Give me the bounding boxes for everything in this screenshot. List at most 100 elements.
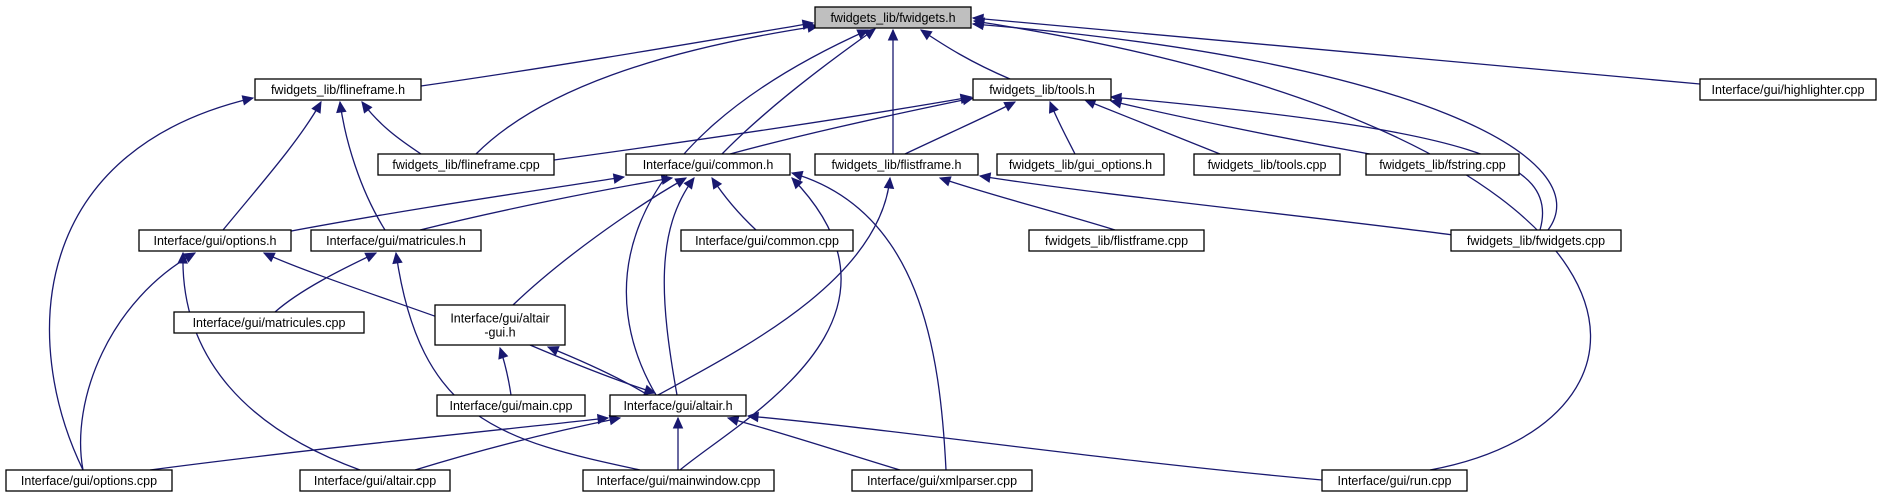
node-xmlparser-cpp[interactable]: Interface/gui/xmlparser.cpp bbox=[851, 469, 1033, 492]
node-label: Interface/gui/common.cpp bbox=[695, 234, 839, 248]
node-label: fwidgets_lib/fwidgets.cpp bbox=[1467, 234, 1605, 248]
arrowhead bbox=[711, 176, 723, 190]
node-label: Interface/gui/mainwindow.cpp bbox=[597, 474, 761, 488]
arrowhead bbox=[726, 415, 740, 426]
node-fstring-cpp[interactable]: fwidgets_lib/fstring.cpp bbox=[1365, 153, 1520, 176]
edge-mainwindow-cpp-to-altair-h bbox=[672, 416, 684, 470]
edge-line bbox=[414, 417, 621, 471]
node-flineframe-h[interactable]: fwidgets_lib/flineframe.h bbox=[254, 78, 422, 101]
edge-xmlparser-cpp-to-altair-h bbox=[726, 415, 901, 471]
node-box bbox=[996, 153, 1165, 176]
edge-common-h-to-tools-h bbox=[729, 94, 975, 155]
arrowhead bbox=[498, 346, 509, 360]
node-box bbox=[138, 229, 292, 252]
edge-tools-h-to-fwidgets-h bbox=[919, 29, 1011, 80]
node-label: fwidgets_lib/flineframe.h bbox=[271, 83, 405, 97]
node-tools-h[interactable]: fwidgets_lib/tools.h bbox=[972, 78, 1112, 101]
edge-line bbox=[529, 344, 656, 394]
arrowhead bbox=[183, 252, 197, 263]
node-common-h[interactable]: Interface/gui/common.h bbox=[625, 153, 791, 176]
edge-mainwindow-cpp-to-common-h bbox=[679, 177, 842, 471]
node-matricules-h[interactable]: Interface/gui/matricules.h bbox=[310, 229, 482, 252]
node-matricules-cpp[interactable]: Interface/gui/matricules.cpp bbox=[173, 311, 365, 334]
edge-line bbox=[547, 346, 649, 396]
edge-line bbox=[973, 20, 1592, 471]
arrowhead bbox=[361, 101, 373, 114]
edge-line bbox=[1110, 96, 1544, 231]
edge-altair-gui-h-to-altair-h bbox=[529, 344, 657, 395]
node-altair-cpp[interactable]: Interface/gui/altair.cpp bbox=[299, 469, 451, 492]
edge-fwidgets-cpp-to-flistframe-h bbox=[978, 172, 1454, 236]
arrowhead bbox=[674, 177, 688, 188]
edge-line bbox=[679, 177, 842, 471]
edge-tools-cpp-to-tools-h bbox=[1083, 99, 1221, 155]
node-label: fwidgets_lib/fstring.cpp bbox=[1379, 158, 1506, 172]
arrowhead bbox=[746, 411, 759, 423]
edge-altair-gui-h-to-common-h bbox=[512, 177, 688, 306]
node-altair-gui-h[interactable]: Interface/gui/altair-gui.h bbox=[434, 304, 566, 346]
node-tools-cpp[interactable]: fwidgets_lib/tools.cpp bbox=[1193, 153, 1341, 176]
node-run-cpp[interactable]: Interface/gui/run.cpp bbox=[1321, 469, 1468, 492]
edge-altair-cpp-to-options-h bbox=[177, 251, 361, 471]
node-mainwindow-cpp[interactable]: Interface/gui/mainwindow.cpp bbox=[582, 469, 775, 492]
edge-line bbox=[979, 175, 1454, 236]
node-label: fwidgets_lib/tools.h bbox=[989, 83, 1095, 97]
node-fwidgets-cpp[interactable]: fwidgets_lib/fwidgets.cpp bbox=[1450, 229, 1622, 252]
arrowhead bbox=[177, 251, 188, 264]
node-main-cpp[interactable]: Interface/gui/main.cpp bbox=[436, 394, 586, 417]
node-box bbox=[436, 394, 586, 417]
arrowhead bbox=[978, 172, 992, 183]
node-highlighter-cpp[interactable]: Interface/gui/highlighter.cpp bbox=[1699, 78, 1877, 101]
edge-altair-cpp-to-altair-h bbox=[414, 414, 622, 471]
node-label: Interface/gui/common.h bbox=[643, 158, 774, 172]
node-box bbox=[625, 153, 791, 176]
node-options-h[interactable]: Interface/gui/options.h bbox=[138, 229, 292, 252]
node-label: Interface/gui/altair bbox=[450, 312, 549, 326]
edge-options-cpp-to-altair-h bbox=[149, 413, 610, 471]
edge-line bbox=[972, 17, 1701, 85]
arrowhead bbox=[241, 95, 255, 106]
arrowhead bbox=[336, 100, 347, 114]
edge-flineframe-h-to-fwidgets-h bbox=[420, 19, 815, 87]
edge-line bbox=[48, 97, 254, 471]
arrowhead bbox=[887, 28, 899, 41]
edge-line bbox=[791, 172, 947, 471]
node-box bbox=[1028, 229, 1205, 252]
node-box bbox=[1193, 153, 1341, 176]
node-box bbox=[814, 153, 979, 176]
arrowhead bbox=[311, 100, 322, 114]
edge-line bbox=[729, 97, 974, 155]
edge-altair-h-to-altair-gui-h bbox=[546, 346, 649, 396]
node-flistframe-h[interactable]: fwidgets_lib/flistframe.h bbox=[814, 153, 979, 176]
node-label: Interface/gui/run.cpp bbox=[1338, 474, 1452, 488]
edge-line bbox=[625, 29, 869, 396]
node-box bbox=[582, 469, 775, 492]
node-label: -gui.h bbox=[484, 326, 515, 340]
arrowhead bbox=[1003, 101, 1017, 112]
edge-main-cpp-to-altair-gui-h bbox=[498, 346, 512, 396]
node-altair-h[interactable]: Interface/gui/altair.h bbox=[609, 394, 747, 417]
node-label: fwidgets_lib/flineframe.cpp bbox=[392, 158, 539, 172]
node-gui-options-h[interactable]: fwidgets_lib/gui_options.h bbox=[996, 153, 1165, 176]
node-options-cpp[interactable]: Interface/gui/options.cpp bbox=[5, 469, 173, 492]
edge-line bbox=[222, 101, 322, 231]
edge-line bbox=[972, 23, 1558, 231]
edge-line bbox=[419, 177, 673, 231]
edge-line bbox=[420, 22, 814, 87]
arrowhead bbox=[790, 170, 804, 181]
edge-line bbox=[721, 28, 876, 155]
node-flineframe-cpp[interactable]: fwidgets_lib/flineframe.cpp bbox=[377, 153, 555, 176]
edge-flistframe-h-to-tools-h bbox=[904, 101, 1017, 155]
node-flistframe-cpp[interactable]: fwidgets_lib/flistframe.cpp bbox=[1028, 229, 1205, 252]
edge-line bbox=[553, 96, 972, 161]
node-common-cpp[interactable]: Interface/gui/common.cpp bbox=[680, 229, 854, 252]
nodes-layer: fwidgets_lib/fwidgets.h fwidgets_lib/flin… bbox=[5, 6, 1877, 492]
node-box bbox=[609, 394, 747, 417]
edge-common-cpp-to-common-h bbox=[711, 176, 757, 231]
arrowhead bbox=[883, 176, 895, 189]
edge-line bbox=[475, 25, 819, 155]
node-label: Interface/gui/xmlparser.cpp bbox=[867, 474, 1017, 488]
arrowhead bbox=[546, 346, 560, 356]
node-fwidgets-h[interactable]: fwidgets_lib/fwidgets.h bbox=[814, 6, 972, 29]
